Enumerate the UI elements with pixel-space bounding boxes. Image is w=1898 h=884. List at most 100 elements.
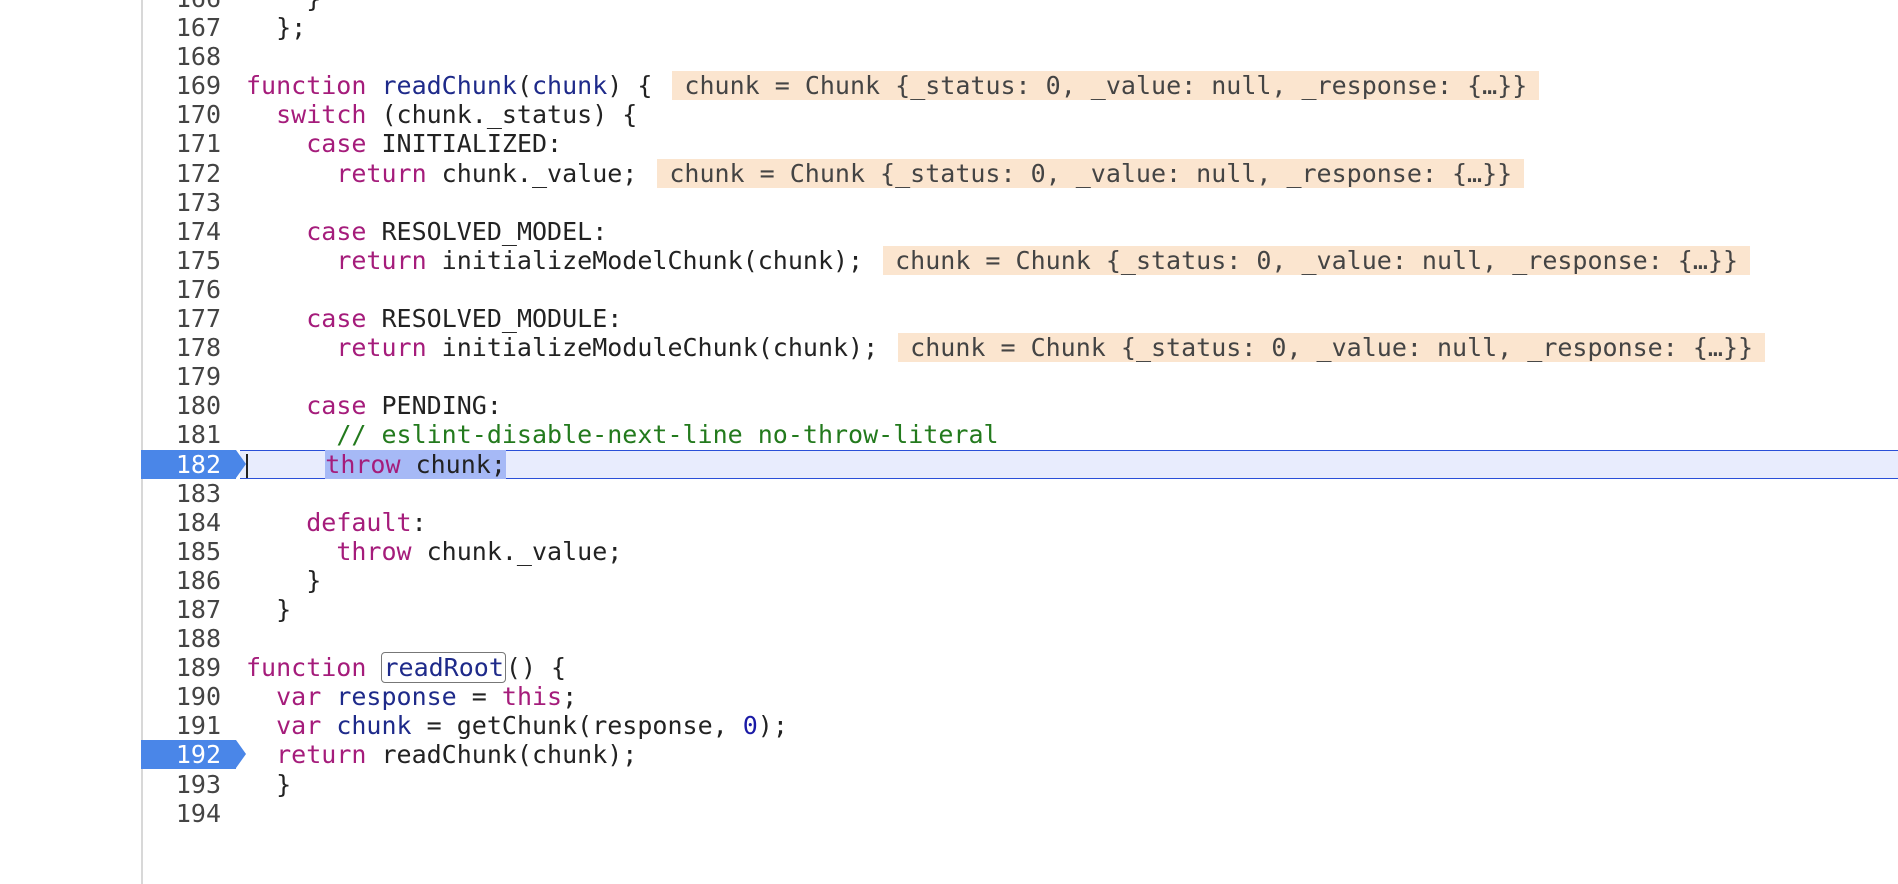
code-line[interactable]: 179 xyxy=(0,362,1898,391)
code-line[interactable]: 193 } xyxy=(0,770,1898,799)
code-line[interactable]: 174 case RESOLVED_MODEL: xyxy=(0,217,1898,246)
line-code: return chunk._value;chunk = Chunk {_stat… xyxy=(246,158,1525,188)
code-text: RESOLVED_MODULE: xyxy=(366,304,623,334)
code-text: chunk; xyxy=(400,449,506,479)
line-gutter[interactable]: 170 xyxy=(141,100,241,129)
breakpoint-marker[interactable] xyxy=(141,740,246,770)
line-gutter[interactable]: 178 xyxy=(141,333,241,362)
code-line[interactable]: 187 } xyxy=(0,595,1898,624)
code-line[interactable]: 178 return initializeModuleChunk(chunk);… xyxy=(0,333,1898,363)
code-line[interactable]: 194 xyxy=(0,799,1898,828)
code-line[interactable]: 166 } xyxy=(0,0,1898,13)
line-number: 193 xyxy=(175,769,221,799)
keyword: default xyxy=(306,507,412,537)
line-gutter[interactable]: 185 xyxy=(141,537,241,566)
code-text: } xyxy=(246,0,321,13)
code-line[interactable]: 182 throw chunk; xyxy=(0,449,1898,479)
line-gutter[interactable]: 173 xyxy=(141,188,241,217)
highlighted-identifier: readRoot xyxy=(381,652,506,684)
keyword: case xyxy=(306,391,367,421)
code-line[interactable]: 186 } xyxy=(0,566,1898,595)
line-number: 181 xyxy=(175,420,221,450)
line-number: 191 xyxy=(175,711,221,741)
code-line[interactable]: 168 xyxy=(0,42,1898,71)
line-number: 170 xyxy=(175,100,221,130)
keyword: throw xyxy=(325,449,401,479)
code-line[interactable]: 171 case INITIALIZED: xyxy=(0,129,1898,158)
line-gutter[interactable]: 177 xyxy=(141,304,241,333)
line-gutter[interactable]: 184 xyxy=(141,508,241,537)
line-gutter[interactable]: 182 xyxy=(141,449,246,479)
line-gutter[interactable]: 181 xyxy=(141,420,241,449)
line-gutter[interactable]: 166 xyxy=(141,0,241,13)
line-code: case PENDING: xyxy=(246,391,502,420)
code-line[interactable]: 177 case RESOLVED_MODULE: xyxy=(0,304,1898,333)
code-text: }; xyxy=(246,13,307,43)
code-line[interactable]: 188 xyxy=(0,624,1898,653)
line-number: 188 xyxy=(175,624,221,654)
line-gutter[interactable]: 183 xyxy=(141,479,241,508)
code-line[interactable]: 191 var chunk = getChunk(response, 0); xyxy=(0,711,1898,740)
line-gutter[interactable]: 186 xyxy=(141,566,241,595)
code-text: initializeModelChunk(chunk); xyxy=(426,245,864,275)
line-gutter[interactable]: 191 xyxy=(141,711,241,740)
line-code: throw chunk; xyxy=(246,449,506,479)
code-line[interactable]: 170 switch (chunk._status) { xyxy=(0,100,1898,129)
code-line[interactable]: 176 xyxy=(0,275,1898,304)
inline-value-preview: chunk = Chunk {_status: 0, _value: null,… xyxy=(883,245,1750,275)
code-line[interactable]: 185 throw chunk._value; xyxy=(0,537,1898,566)
identifier: chunk xyxy=(532,71,608,101)
code-line[interactable]: 192 return readChunk(chunk); xyxy=(0,740,1898,770)
indent xyxy=(246,304,306,333)
line-gutter[interactable]: 194 xyxy=(141,799,241,828)
line-gutter[interactable]: 167 xyxy=(141,13,241,42)
identifier: readChunk xyxy=(381,71,517,101)
line-code: throw chunk._value; xyxy=(246,537,622,566)
line-gutter[interactable]: 176 xyxy=(141,275,241,304)
line-number: 190 xyxy=(175,682,221,712)
line-gutter[interactable]: 187 xyxy=(141,595,241,624)
line-code: } xyxy=(246,0,321,13)
line-gutter[interactable]: 172 xyxy=(141,159,241,188)
code-text: ) { xyxy=(607,71,653,101)
code-text: } xyxy=(246,594,292,624)
code-line[interactable]: 180 case PENDING: xyxy=(0,391,1898,420)
code-line[interactable]: 183 xyxy=(0,479,1898,508)
line-gutter[interactable]: 179 xyxy=(141,362,241,391)
indent xyxy=(246,129,306,158)
keyword: return xyxy=(276,740,367,770)
code-line[interactable]: 172 return chunk._value;chunk = Chunk {_… xyxy=(0,158,1898,188)
inline-value-preview: chunk = Chunk {_status: 0, _value: null,… xyxy=(898,333,1766,363)
code-line[interactable]: 167 }; xyxy=(0,13,1898,42)
code-line[interactable]: 184 default: xyxy=(0,508,1898,537)
line-gutter[interactable]: 193 xyxy=(141,770,241,799)
code-text: } xyxy=(246,769,292,799)
line-gutter[interactable]: 190 xyxy=(141,682,241,711)
line-gutter[interactable]: 168 xyxy=(141,42,241,71)
code-line[interactable]: 175 return initializeModelChunk(chunk);c… xyxy=(0,245,1898,275)
code-line[interactable]: 173 xyxy=(0,188,1898,217)
line-gutter[interactable]: 174 xyxy=(141,217,241,246)
line-code: switch (chunk._status) { xyxy=(246,100,637,129)
breakpoint-marker[interactable] xyxy=(141,449,246,479)
line-gutter[interactable]: 175 xyxy=(141,246,241,275)
line-gutter[interactable]: 180 xyxy=(141,391,241,420)
indent xyxy=(246,217,306,246)
code-text: (chunk._status) { xyxy=(366,100,638,130)
line-gutter[interactable]: 171 xyxy=(141,129,241,158)
line-code: return initializeModuleChunk(chunk);chun… xyxy=(246,333,1766,363)
gutter-separator xyxy=(141,0,143,884)
line-gutter[interactable]: 192 xyxy=(141,740,246,770)
line-gutter[interactable]: 169 xyxy=(141,71,241,100)
code-text: ); xyxy=(757,711,788,741)
code-line[interactable]: 190 var response = this; xyxy=(0,682,1898,711)
inline-value-preview: chunk = Chunk {_status: 0, _value: null,… xyxy=(672,71,1540,101)
line-gutter[interactable]: 188 xyxy=(141,624,241,653)
line-code: // eslint-disable-next-line no-throw-lit… xyxy=(246,420,998,449)
code-line[interactable]: 181 // eslint-disable-next-line no-throw… xyxy=(0,420,1898,449)
line-gutter[interactable]: 189 xyxy=(141,653,241,682)
keyword: var xyxy=(276,711,337,741)
